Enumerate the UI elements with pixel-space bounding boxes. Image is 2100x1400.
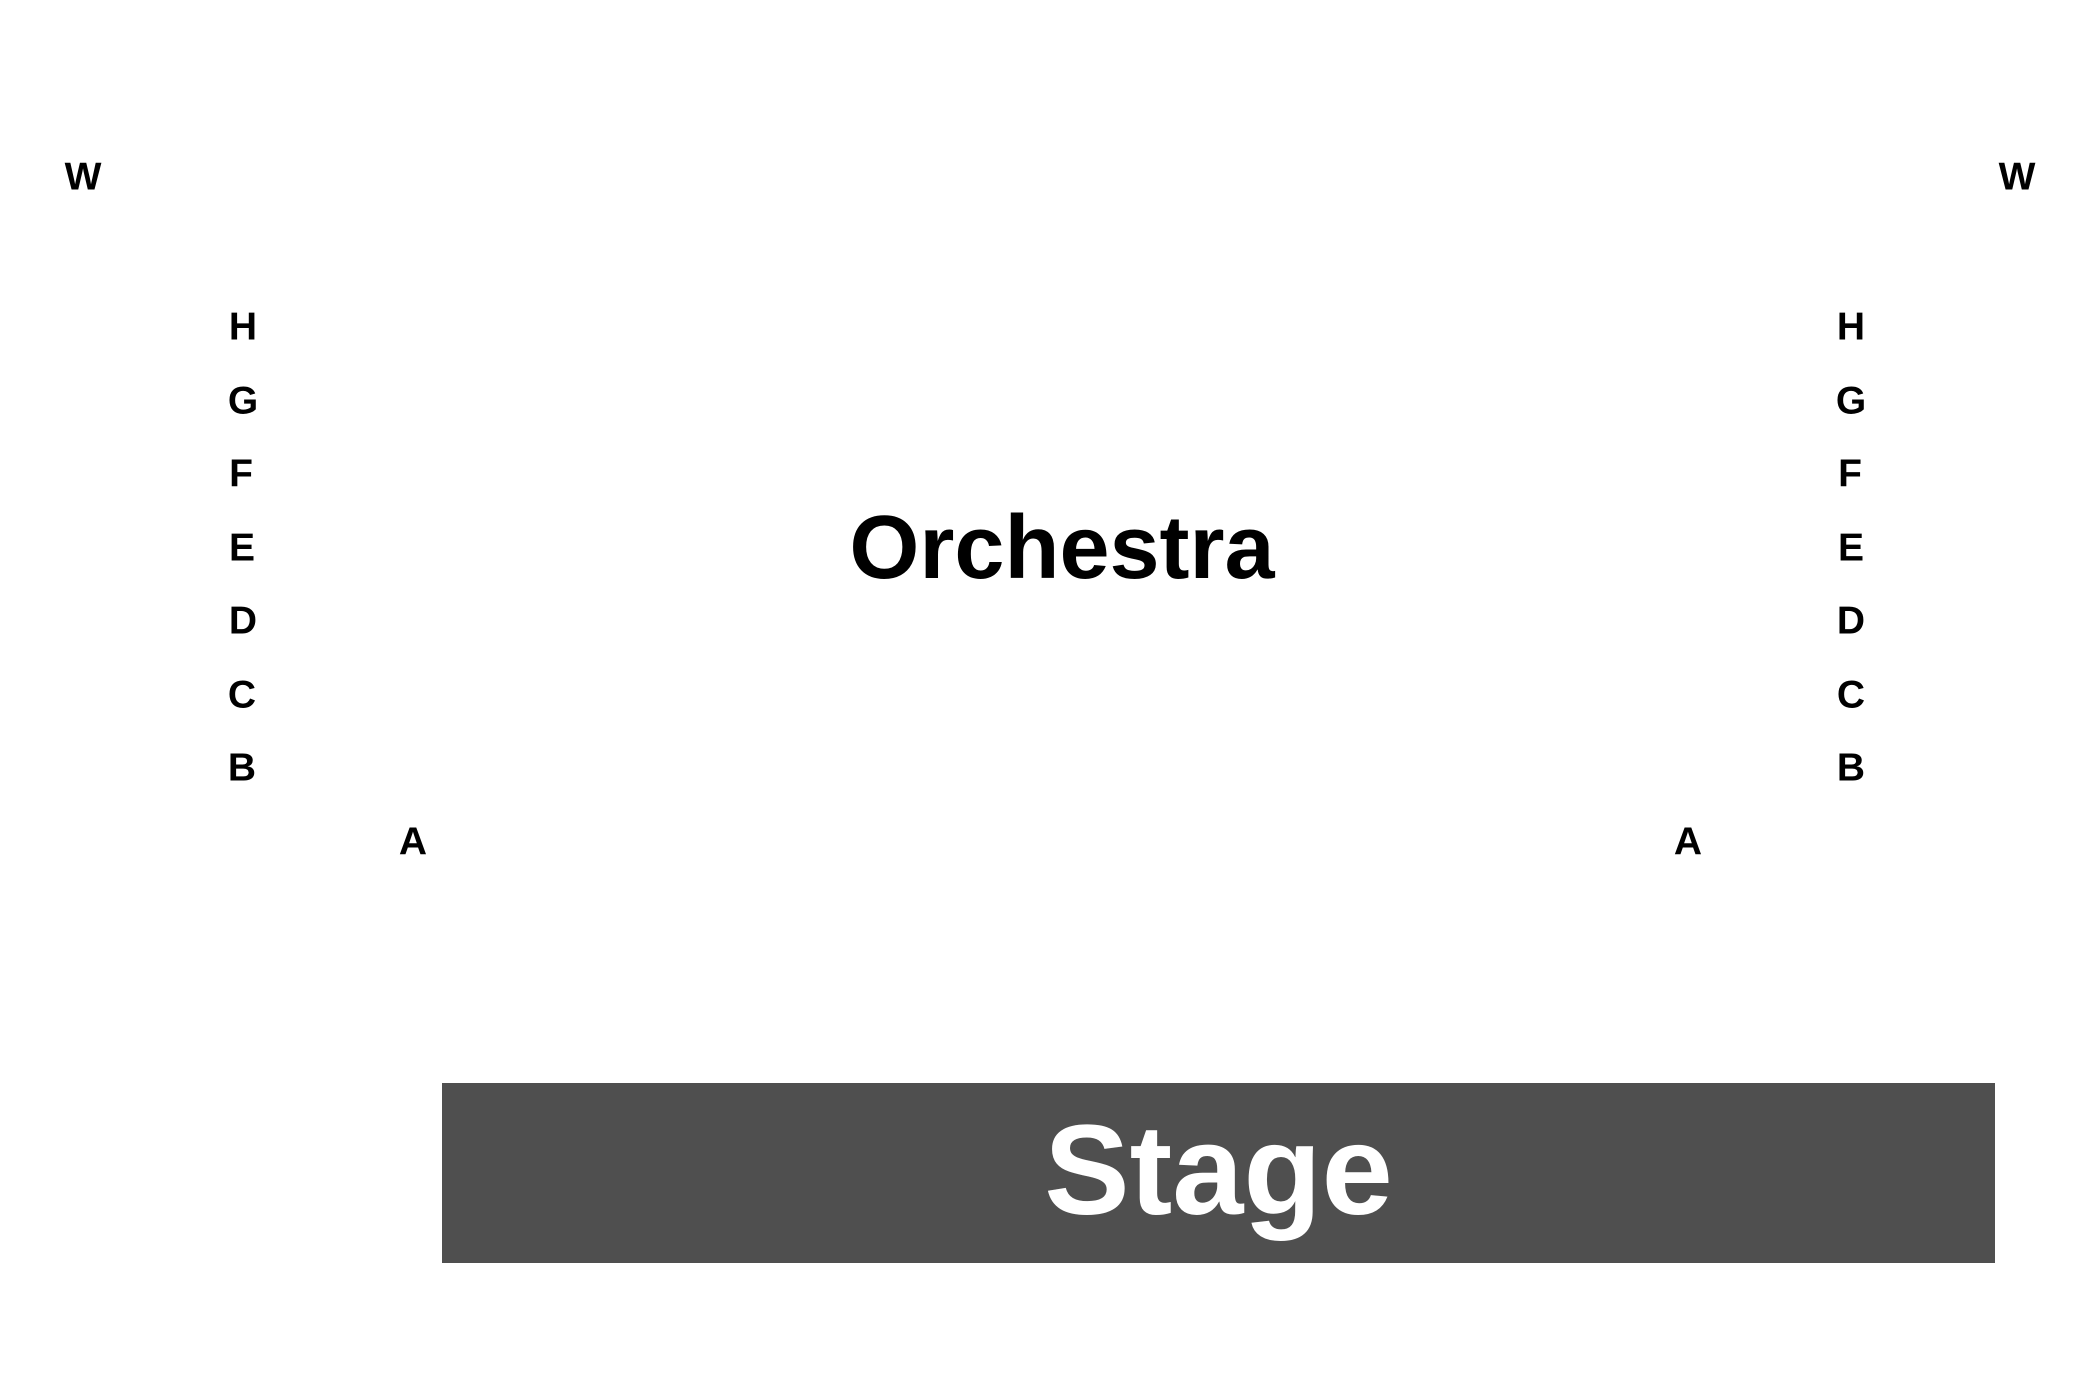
row-label-left-f[interactable]: F [229, 452, 253, 496]
row-label-right-e[interactable]: E [1837, 526, 1865, 570]
stage-block: Stage [442, 1083, 1995, 1263]
row-label-left-e[interactable]: E [228, 526, 256, 570]
section-label-orchestra: Orchestra [849, 498, 1275, 598]
row-label-left-d[interactable]: D [228, 599, 258, 643]
row-label-right-a[interactable]: A [1673, 820, 1703, 864]
row-label-right-f[interactable]: F [1838, 452, 1862, 496]
row-label-right-h[interactable]: H [1836, 305, 1866, 349]
row-label-left-a[interactable]: A [398, 820, 428, 864]
stage-label: Stage [1044, 1099, 1393, 1242]
row-label-right-d[interactable]: D [1836, 599, 1866, 643]
row-label-right-g[interactable]: G [1835, 379, 1867, 423]
row-label-right-c[interactable]: C [1836, 673, 1866, 717]
row-label-right-b[interactable]: B [1836, 746, 1866, 790]
row-label-left-b[interactable]: B [227, 746, 257, 790]
row-label-left-g[interactable]: G [227, 379, 259, 423]
row-label-left-c[interactable]: C [227, 673, 257, 717]
row-label-left-h[interactable]: H [228, 305, 258, 349]
row-label-left-w[interactable]: W [64, 155, 102, 199]
row-label-right-w[interactable]: W [1998, 155, 2036, 199]
